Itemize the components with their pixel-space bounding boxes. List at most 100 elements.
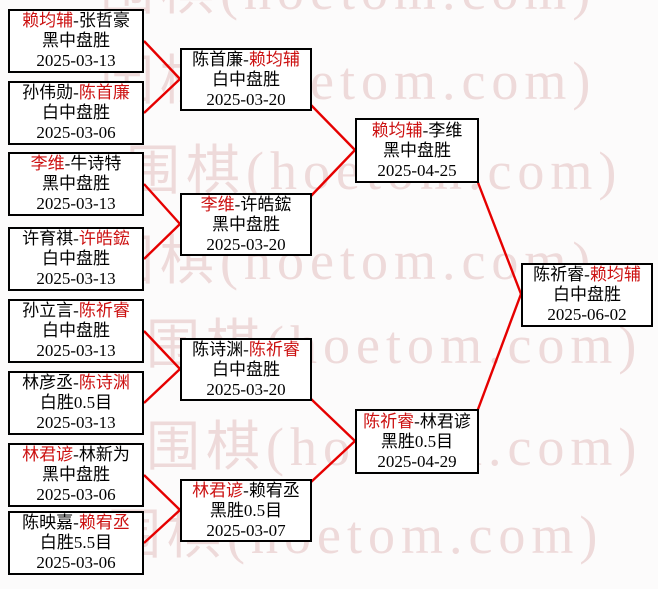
player-name: 林新为 [78, 445, 130, 464]
match-result: 白胜0.5目 [39, 393, 113, 412]
match-result: 黑中盘胜 [383, 140, 451, 160]
player-name-winner: 李维 [30, 154, 65, 173]
player-name-winner: 陈诗渊 [78, 373, 130, 392]
player-name-winner: 李维 [200, 194, 235, 214]
match-players: 林彦丞-陈诗渊 [22, 373, 130, 393]
player-separator: - [243, 339, 249, 359]
player-name: 孙立言 [22, 301, 74, 320]
match-players: 李维-许皓鋐 [201, 195, 292, 215]
player-name: 孙伟勋 [22, 83, 74, 102]
player-separator: - [73, 373, 79, 392]
match-date: 2025-03-20 [206, 234, 286, 254]
match-date: 2025-03-13 [36, 194, 116, 213]
match-players: 陈诗渊-陈祈睿 [192, 340, 300, 360]
player-name-winner: 赖均辅 [371, 120, 423, 140]
player-name-winner: 陈首廉 [78, 83, 130, 102]
player-separator: - [243, 480, 249, 500]
player-separator: - [234, 194, 241, 214]
match-result: 黑胜0.5目 [380, 431, 454, 451]
connector-line [309, 440, 356, 484]
player-name-winner: 陈祈睿 [363, 411, 415, 431]
player-separator: - [584, 265, 590, 284]
player-name: 许皓鋐 [240, 194, 292, 214]
player-name: 陈诗渊 [192, 339, 244, 359]
match-result: 黑中盘胜 [42, 465, 110, 484]
connector-line [309, 397, 356, 442]
match-result: 黑中盘胜 [42, 174, 110, 193]
match-players: 林君谚-林新为 [22, 445, 130, 465]
match-date: 2025-06-02 [547, 305, 627, 324]
player-name: 林君谚 [419, 411, 471, 431]
player-separator: - [414, 411, 420, 431]
player-separator: - [243, 49, 249, 69]
connector-line [143, 330, 181, 370]
player-name-winner: 林君谚 [22, 445, 74, 464]
connector-line [143, 40, 181, 80]
match-date: 2025-03-06 [36, 553, 116, 572]
player-name: 张哲豪 [78, 11, 130, 30]
player-separator: - [73, 301, 79, 320]
match-result: 白中盘胜 [212, 69, 280, 89]
player-separator: - [73, 83, 79, 102]
player-name: 林彦丞 [22, 373, 74, 392]
connector-line [309, 149, 356, 198]
connector-line [143, 474, 181, 511]
match-players: 许育祺-许皓鋐 [22, 229, 130, 249]
match-players: 赖均辅-李维 [372, 121, 463, 141]
match-result: 白胜5.5目 [39, 533, 113, 552]
player-separator: - [73, 513, 79, 532]
match-result: 白中盘胜 [42, 321, 110, 340]
match-date: 2025-03-06 [36, 485, 116, 504]
match-players: 陈祈睿-林君谚 [363, 412, 471, 432]
match-result: 白中盘胜 [553, 285, 621, 304]
player-name-winner: 许皓鋐 [78, 229, 130, 248]
player-name-winner: 陈祈睿 [248, 339, 300, 359]
player-name: 陈首廉 [192, 49, 244, 69]
match-result: 白中盘胜 [212, 359, 280, 379]
match-date: 2025-03-13 [36, 51, 116, 70]
player-name-winner: 陈祈睿 [78, 301, 130, 320]
match-result: 黑胜0.5目 [209, 500, 283, 520]
connector-line [143, 183, 181, 225]
match-players: 赖均辅-张哲豪 [22, 11, 130, 31]
match-date: 2025-04-29 [377, 451, 457, 471]
connector-line [143, 368, 181, 404]
connector-line [143, 223, 181, 260]
player-name: 陈映嘉 [22, 513, 74, 532]
match-date: 2025-03-07 [206, 520, 286, 540]
player-name-winner: 赖均辅 [248, 49, 300, 69]
match-date: 2025-03-13 [36, 269, 116, 288]
match-result: 白中盘胜 [42, 103, 110, 122]
player-separator: - [64, 154, 71, 173]
player-name: 牛诗特 [70, 154, 122, 173]
match-result: 黑中盘胜 [42, 31, 110, 50]
match-date: 2025-03-13 [36, 413, 116, 432]
connector-line [143, 509, 181, 544]
match-players: 陈映嘉-赖宥丞 [22, 513, 130, 533]
player-separator: - [422, 120, 429, 140]
player-name-winner: 赖宥丞 [78, 513, 130, 532]
match-result: 白中盘胜 [42, 249, 110, 268]
player-name-winner: 赖均辅 [589, 265, 641, 284]
match-players: 李维-牛诗特 [31, 154, 122, 174]
player-name: 赖宥丞 [248, 480, 300, 500]
match-players: 孙伟勋-陈首廉 [22, 83, 130, 103]
player-name-winner: 赖均辅 [22, 11, 74, 30]
match-date: 2025-03-20 [206, 379, 286, 399]
match-players: 孙立言-陈祈睿 [22, 301, 130, 321]
connector-line [143, 78, 181, 114]
match-players: 陈祈睿-赖均辅 [533, 265, 641, 285]
